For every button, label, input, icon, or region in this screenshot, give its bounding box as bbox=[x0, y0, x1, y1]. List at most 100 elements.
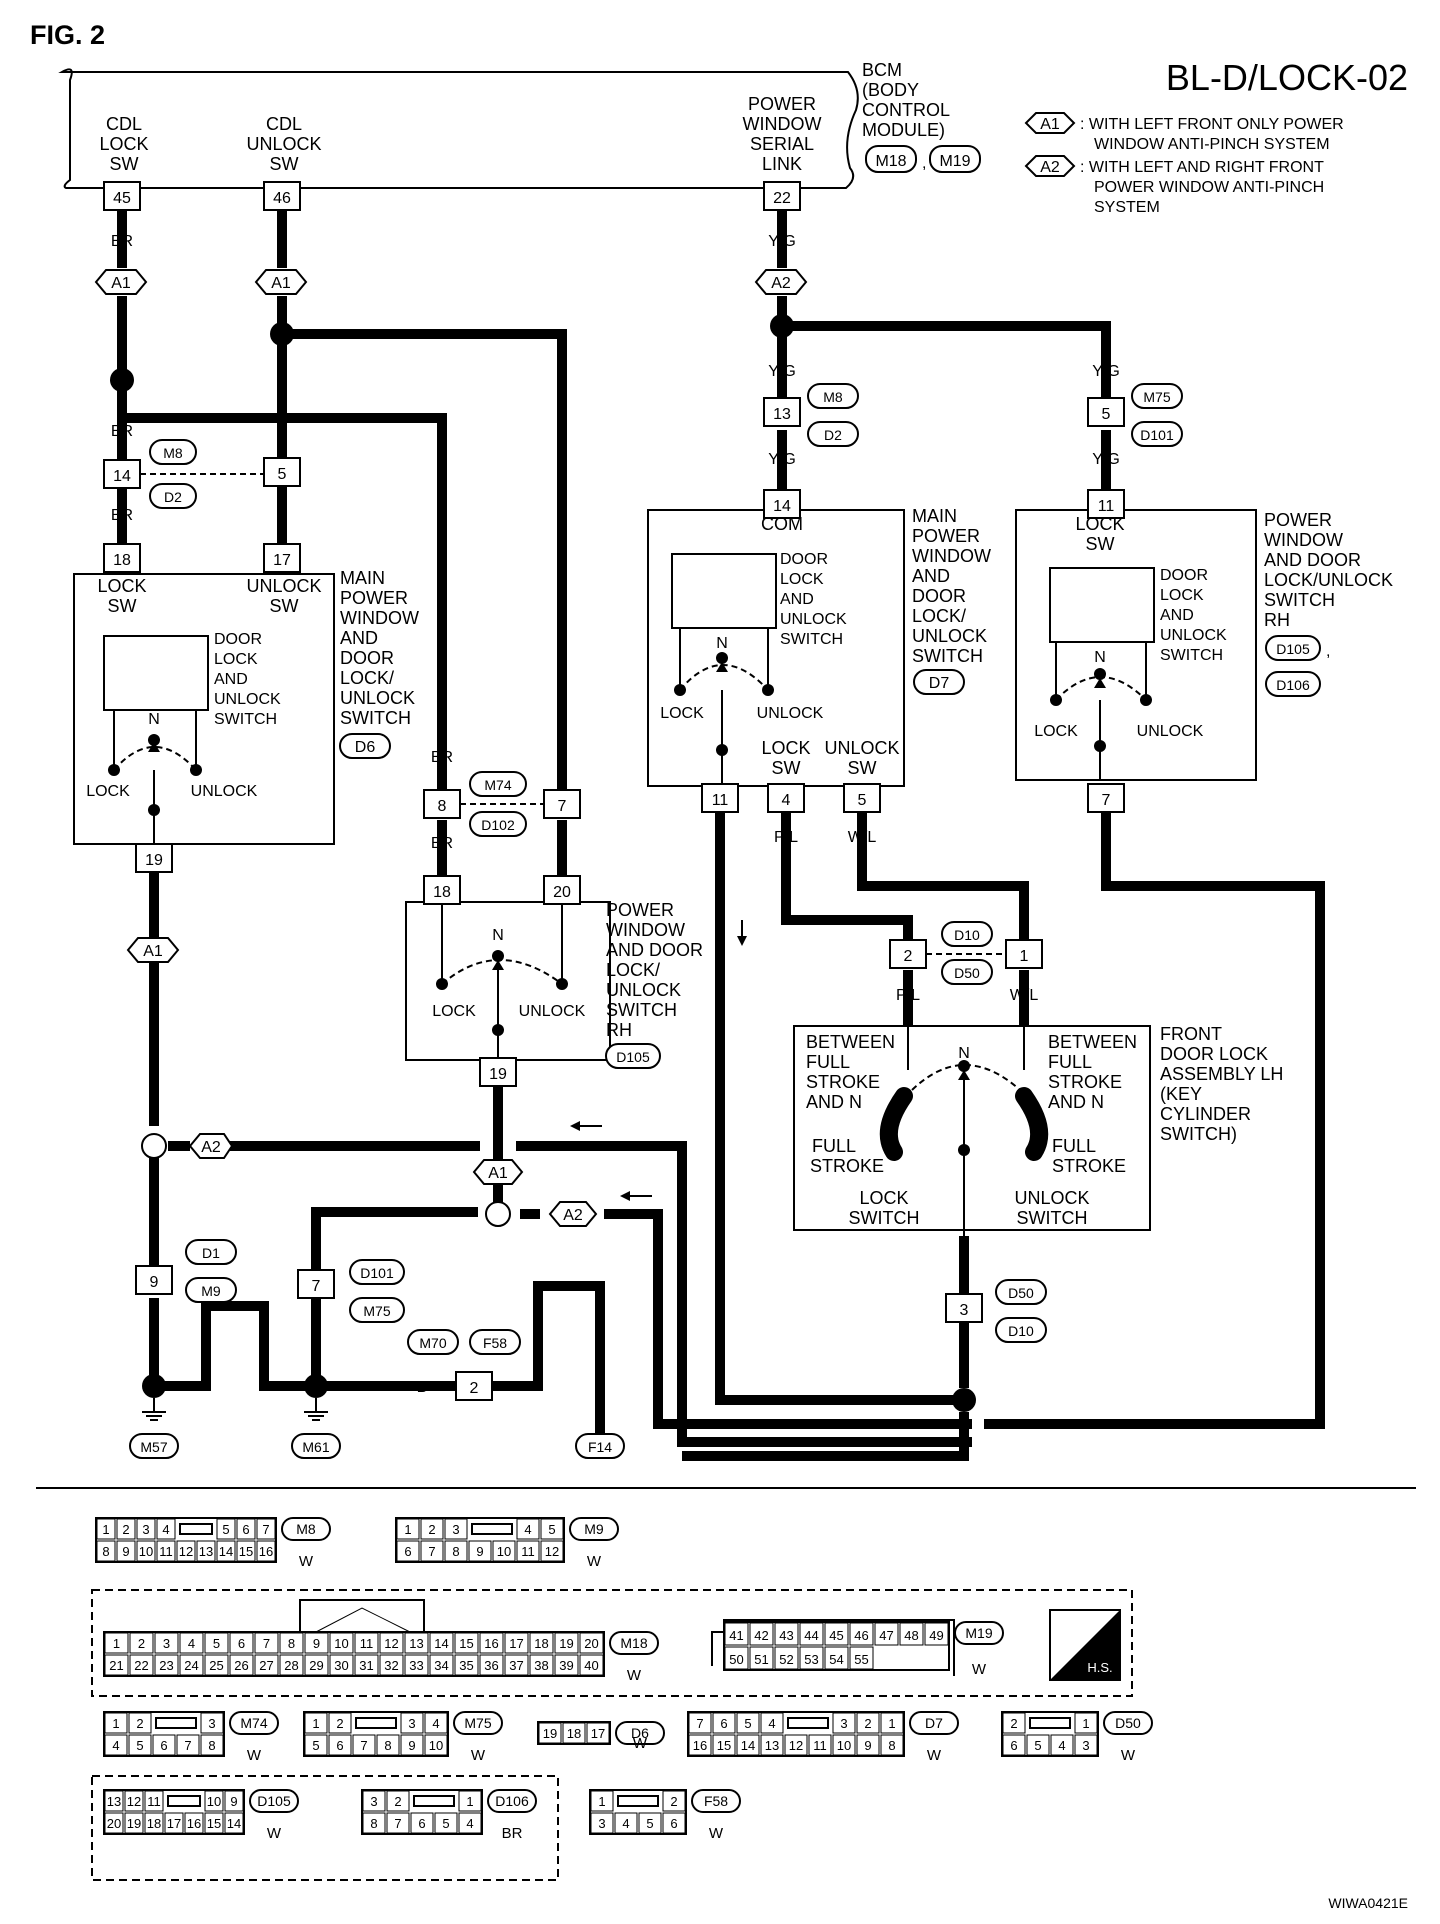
svg-text:14: 14 bbox=[113, 468, 131, 485]
pin-label: 14 bbox=[227, 1816, 241, 1831]
svg-text:D105: D105 bbox=[616, 1049, 650, 1065]
svg-text:7: 7 bbox=[558, 798, 567, 815]
svg-text:19: 19 bbox=[489, 1066, 507, 1083]
pin-label: 7 bbox=[428, 1544, 435, 1559]
svg-text:D2: D2 bbox=[824, 427, 842, 443]
svg-text:M70: M70 bbox=[419, 1335, 446, 1351]
svg-text:STROKE: STROKE bbox=[806, 1072, 880, 1092]
pin-label: 6 bbox=[404, 1544, 411, 1559]
pin-label: 12 bbox=[545, 1544, 559, 1559]
pin-label: 4 bbox=[466, 1816, 473, 1831]
pin-label: 3 bbox=[142, 1522, 149, 1537]
pin-label: 10 bbox=[497, 1544, 511, 1559]
svg-text:P/L: P/L bbox=[896, 987, 920, 1004]
svg-text:N: N bbox=[958, 1045, 970, 1062]
svg-text:CYLINDER: CYLINDER bbox=[1160, 1104, 1251, 1124]
svg-text:AND: AND bbox=[912, 566, 950, 586]
legend-text-a1: : WITH LEFT FRONT ONLY POWER bbox=[1080, 116, 1344, 133]
svg-text:F58: F58 bbox=[483, 1335, 507, 1351]
svg-text:BR: BR bbox=[111, 233, 133, 250]
pin-label: 2 bbox=[394, 1794, 401, 1809]
svg-text:P: P bbox=[277, 507, 288, 524]
svg-text:A1: A1 bbox=[488, 1165, 508, 1182]
pin-label: 34 bbox=[434, 1658, 448, 1673]
connector-color: BR bbox=[502, 1825, 523, 1842]
pin-label: 2 bbox=[428, 1522, 435, 1537]
pin-label: 54 bbox=[829, 1652, 843, 1667]
svg-text:A2: A2 bbox=[563, 1207, 583, 1224]
svg-text:D105: D105 bbox=[1276, 641, 1310, 657]
pin-label: 2 bbox=[670, 1794, 677, 1809]
svg-text:SW: SW bbox=[270, 596, 299, 616]
svg-text:D102: D102 bbox=[481, 817, 515, 833]
svg-text:Y/G: Y/G bbox=[1092, 363, 1120, 380]
svg-text:STROKE: STROKE bbox=[1052, 1156, 1126, 1176]
svg-text:B: B bbox=[533, 1313, 544, 1330]
svg-text:B: B bbox=[311, 1241, 322, 1258]
svg-text:A1: A1 bbox=[143, 943, 163, 960]
pin-22: 22 bbox=[773, 190, 791, 207]
bcm-pin46-label-3: SW bbox=[270, 154, 299, 174]
pin-label: 13 bbox=[765, 1738, 779, 1753]
pin-label: 35 bbox=[459, 1658, 473, 1673]
pin-label: 14 bbox=[741, 1738, 755, 1753]
svg-text:UNLOCK: UNLOCK bbox=[519, 1003, 586, 1020]
pin-label: 52 bbox=[779, 1652, 793, 1667]
svg-text:B: B bbox=[959, 1255, 970, 1272]
pin-label: 29 bbox=[309, 1658, 323, 1673]
svg-text:Y/G: Y/G bbox=[768, 451, 796, 468]
splices bbox=[110, 314, 976, 1412]
pin-label: 11 bbox=[360, 1636, 374, 1651]
svg-text:SWITCH: SWITCH bbox=[214, 711, 277, 728]
fig-label: FIG. 2 bbox=[30, 20, 105, 50]
pin-label: 1 bbox=[112, 1716, 119, 1731]
svg-text:LOCK: LOCK bbox=[97, 576, 146, 596]
pin-label: 49 bbox=[929, 1628, 943, 1643]
legend-text-a1-line2: WINDOW ANTI-PINCH SYSTEM bbox=[1094, 136, 1330, 153]
pin-label: 11 bbox=[147, 1794, 161, 1809]
svg-text:N: N bbox=[716, 635, 728, 652]
pin-label: 8 bbox=[102, 1544, 109, 1559]
svg-text:LOCK: LOCK bbox=[432, 1003, 476, 1020]
svg-text:WINDOW: WINDOW bbox=[912, 546, 991, 566]
pin-label: 11 bbox=[813, 1738, 827, 1753]
pin-label: 5 bbox=[548, 1522, 555, 1537]
svg-text:POWER: POWER bbox=[606, 900, 674, 920]
svg-text:SW: SW bbox=[108, 596, 137, 616]
bcm-pin45-label-3: SW bbox=[110, 154, 139, 174]
pin-label: 28 bbox=[284, 1658, 298, 1673]
pin-label: 2 bbox=[336, 1716, 343, 1731]
pin-label: 4 bbox=[622, 1816, 629, 1831]
svg-text:D7: D7 bbox=[929, 675, 950, 692]
left-switch-n: N bbox=[148, 711, 160, 728]
svg-text:7: 7 bbox=[312, 1278, 321, 1295]
connector-name: D7 bbox=[925, 1715, 943, 1731]
connector-name: M74 bbox=[240, 1715, 267, 1731]
svg-text:UNLOCK: UNLOCK bbox=[824, 738, 899, 758]
svg-text:D50: D50 bbox=[954, 965, 980, 981]
svg-text:DOOR: DOOR bbox=[1160, 567, 1208, 584]
variant-tags: A1 A1 A2 A1 A2 A1 A2 bbox=[94, 269, 808, 1227]
connector-name: D106 bbox=[495, 1793, 529, 1809]
svg-text:UNLOCK: UNLOCK bbox=[246, 576, 321, 596]
pin-label: 38 bbox=[534, 1658, 548, 1673]
pin-label: 26 bbox=[234, 1658, 248, 1673]
pin-label: 10 bbox=[837, 1738, 851, 1753]
pin-label: 46 bbox=[854, 1628, 868, 1643]
pin-label: 2 bbox=[1010, 1716, 1017, 1731]
svg-text:W/L: W/L bbox=[848, 829, 877, 846]
svg-text:UNLOCK: UNLOCK bbox=[340, 688, 415, 708]
svg-text:BR: BR bbox=[111, 423, 133, 440]
pin-label: 4 bbox=[768, 1716, 775, 1731]
pin-label: 5 bbox=[312, 1738, 319, 1753]
pin-label: 19 bbox=[543, 1726, 557, 1741]
svg-text:SWITCH): SWITCH) bbox=[1160, 1124, 1237, 1144]
pin-label: 6 bbox=[160, 1738, 167, 1753]
pin-connectors: 45 46 22 14 5 M8 D2 18 17 19 8 7 M74 D10… bbox=[103, 181, 1183, 1401]
svg-text:P: P bbox=[277, 423, 288, 440]
connector-name: M8 bbox=[296, 1521, 316, 1537]
